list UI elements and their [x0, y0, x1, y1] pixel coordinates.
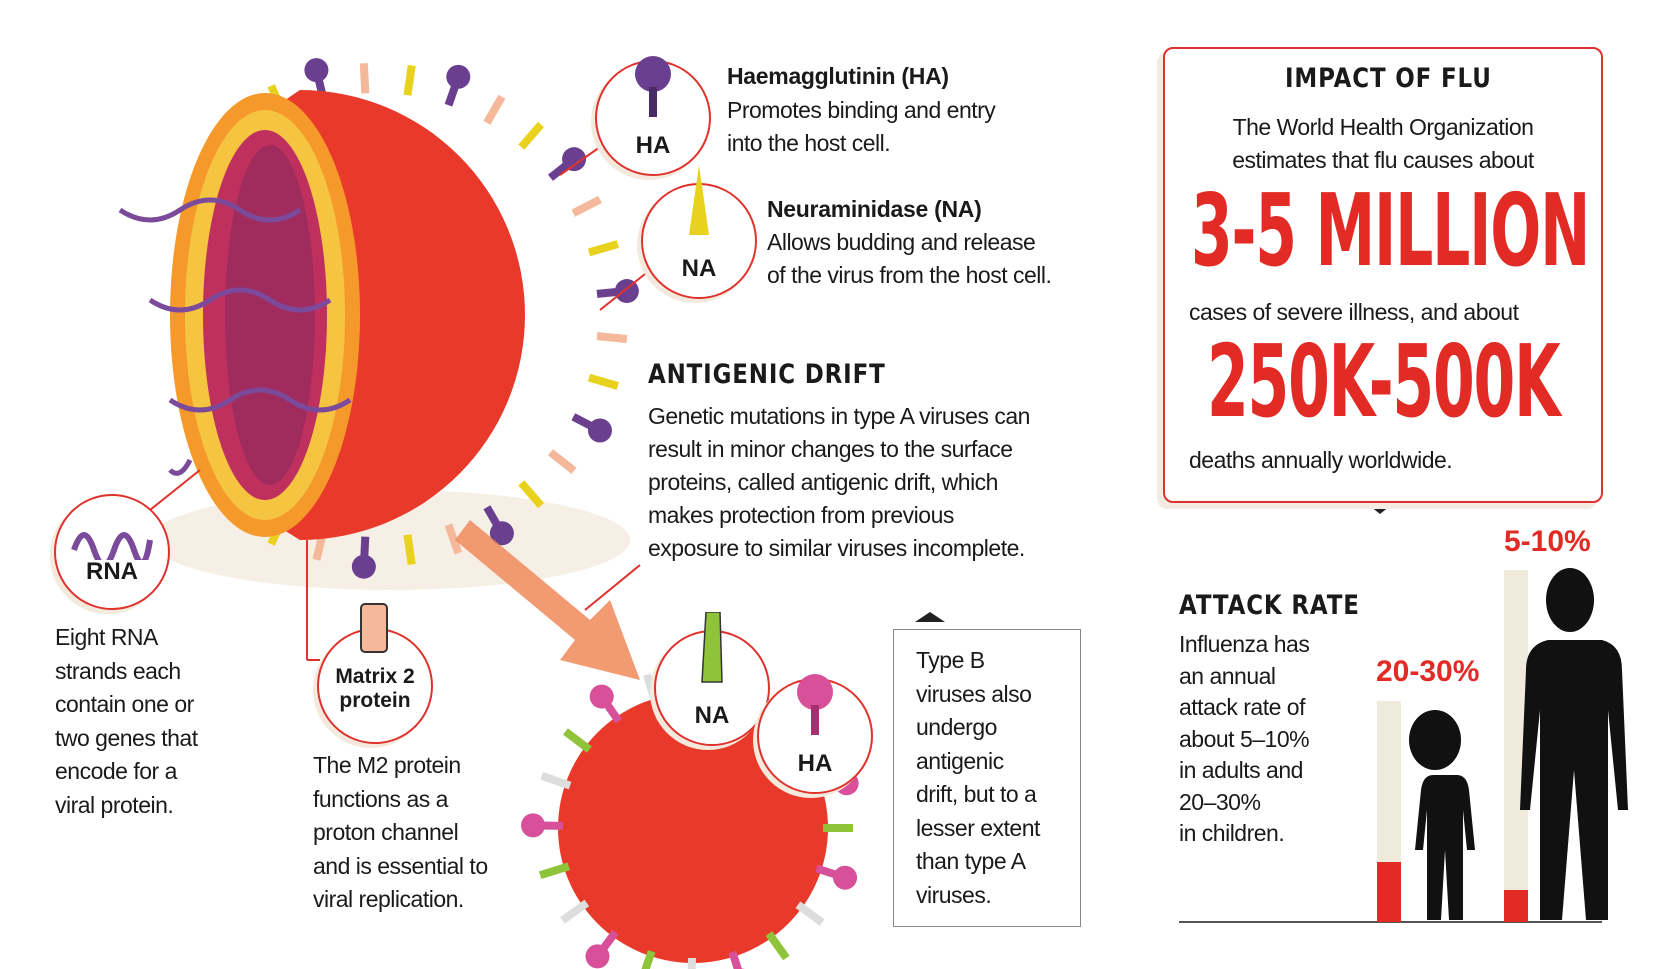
- child-rate-label: 20-30%: [1376, 655, 1480, 688]
- m2-channel-icon: [360, 603, 388, 653]
- severe-cases-figure: 3-5 MILLION: [1191, 172, 1590, 289]
- surface-protein-spike: [795, 901, 825, 926]
- surface-protein-spike: [518, 480, 544, 509]
- surface-protein-spike: [444, 523, 463, 555]
- leader-lines: [149, 139, 651, 661]
- ha-badge: HA: [595, 56, 711, 176]
- surface-protein-spike: [641, 949, 656, 969]
- na-title: Neuraminidase (NA): [767, 196, 982, 222]
- child-rate-bar: [1377, 701, 1401, 922]
- surface-protein-spike: [403, 534, 416, 566]
- rna-badge: RNA: [54, 494, 170, 610]
- small-ha-badge: HA: [757, 674, 873, 794]
- ha-spike-head: [589, 684, 614, 709]
- big-virus: [118, 58, 639, 579]
- child-silhouette-icon: [1409, 710, 1475, 920]
- drift-title: ANTIGENIC DRIFT: [648, 359, 886, 390]
- haemagglutinin-icon: [635, 56, 671, 117]
- deaths-figure: 250K-500K: [1207, 323, 1561, 440]
- ha-spike-head: [446, 64, 471, 89]
- surface-protein-spike: [538, 862, 570, 880]
- small-na-badge: NA: [654, 612, 770, 746]
- rna-strand-icon: [71, 532, 153, 560]
- ha-spike-head: [587, 418, 612, 443]
- impact-box: IMPACT OF FLU The World Health Organizat…: [1163, 47, 1603, 503]
- ha-spike-head: [614, 279, 639, 304]
- adult-silhouette-icon: [1520, 568, 1628, 920]
- impact-title: IMPACT OF FLU: [1285, 63, 1492, 94]
- arrow-icon: [455, 520, 640, 680]
- surface-protein-spike: [483, 94, 506, 125]
- ha-spike-head: [489, 521, 514, 546]
- surface-protein-spike: [587, 240, 619, 257]
- surface-protein-spike: [571, 195, 602, 217]
- surface-protein-spike: [403, 64, 416, 96]
- surface-protein-spike: [359, 63, 370, 94]
- surface-protein-spike: [540, 772, 572, 790]
- neuraminidase-icon: [689, 165, 709, 235]
- surface-protein-spike: [587, 373, 619, 390]
- surface-protein-spike: [596, 332, 628, 343]
- adult-rate-label: 5-10%: [1504, 525, 1591, 558]
- surface-protein-spike: [563, 728, 592, 753]
- ha-spike-head: [521, 813, 546, 838]
- adult-rate-fill: [1504, 890, 1528, 922]
- ha-spike-head: [585, 944, 610, 969]
- ha-spike-head: [304, 58, 329, 83]
- surface-protein-spike: [728, 950, 742, 969]
- ha-spike-head: [833, 865, 858, 890]
- ha-spike-head: [562, 147, 587, 172]
- surface-protein-spike: [765, 931, 790, 961]
- surface-protein-spike: [518, 121, 544, 150]
- ha-title: Haemagglutinin (HA): [727, 63, 949, 89]
- surface-protein-spike: [547, 449, 577, 474]
- child-rate-fill: [1377, 862, 1401, 922]
- na-badge: NA: [641, 165, 757, 299]
- attack-title: ATTACK RATE: [1179, 590, 1360, 621]
- ha-spike-head: [351, 554, 376, 579]
- surface-protein-spike: [560, 899, 590, 924]
